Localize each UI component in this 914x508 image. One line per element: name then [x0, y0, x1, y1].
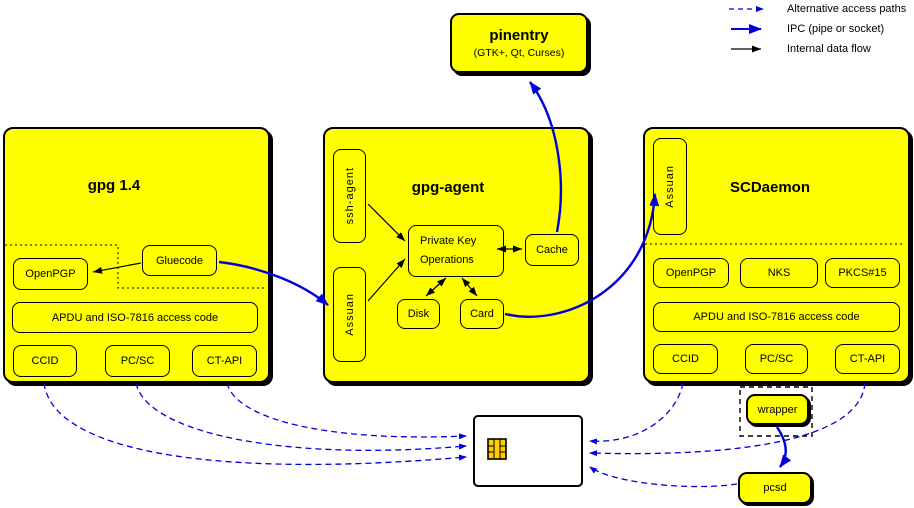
gpg14-pcsc-node: PC/SC — [105, 345, 170, 377]
scdaemon-ccid-node: CCID — [653, 344, 718, 374]
scdaemon-apdu-label: APDU and ISO-7816 access code — [693, 311, 860, 323]
scdaemon-ctapi-label: CT-API — [849, 353, 886, 365]
alt-gpg14-pcsc-to-card — [135, 382, 467, 451]
alt-scdaemon-ccid-to-card — [589, 382, 684, 445]
gpg14-apdu-label: APDU and ISO-7816 access code — [51, 311, 219, 324]
scdaemon-openpgp-node: OpenPGP — [653, 258, 729, 288]
cache-node: Cache — [525, 234, 579, 266]
cache-label: Cache — [536, 244, 568, 256]
gpg14-ccid-node: CCID — [13, 345, 77, 377]
scdaemon-title: SCDaemon — [729, 179, 811, 196]
scdaemon-pcsc-node: PC/SC — [745, 344, 808, 374]
ssh-agent-label: ssh-agent — [343, 167, 356, 225]
pinentry-subtitle: (GTK+, Qt, Curses) — [473, 47, 565, 59]
ipc-wrapper-to-pcsd — [776, 426, 792, 468]
scdaemon-nks-label: NKS — [767, 267, 791, 279]
wrapper-box: wrapper — [746, 394, 809, 425]
scdaemon-box — [643, 127, 910, 383]
scdaemon-pkcs15-label: PKCS#15 — [838, 267, 887, 279]
gpg-agent-title: gpg-agent — [411, 179, 485, 196]
scdaemon-assuan-node: Assuan — [653, 138, 687, 235]
pcsd-label: pcsd — [763, 482, 787, 494]
scdaemon-nks-node: NKS — [740, 258, 818, 288]
gpg14-ccid-label: CCID — [31, 355, 59, 367]
disk-label: Disk — [407, 308, 430, 320]
scdaemon-pkcs15-node: PKCS#15 — [825, 258, 900, 288]
scdaemon-ccid-label: CCID — [672, 353, 699, 365]
smartcard-chip-icon — [487, 438, 507, 460]
smartcard-reader-box — [473, 415, 583, 487]
gpg14-gluecode-label: Gluecode — [155, 254, 204, 267]
gpg-agent-assuan-label: Assuan — [343, 293, 356, 336]
gpg14-ctapi-label: CT-API — [206, 355, 243, 367]
gpg14-pcsc-label: PC/SC — [120, 355, 155, 367]
gpg-agent-ssh-agent-node: ssh-agent — [333, 149, 366, 243]
pinentry-box: pinentry (GTK+, Qt, Curses) — [450, 13, 588, 73]
card-label: Card — [470, 308, 494, 320]
scdaemon-assuan-label: Assuan — [664, 165, 676, 208]
disk-node: Disk — [397, 299, 440, 329]
pko-line2: Operations — [420, 254, 474, 266]
alt-scdaemon-ctapi-to-card — [589, 382, 866, 457]
alt-pcsd-to-card — [589, 466, 738, 488]
scdaemon-pcsc-label: PC/SC — [759, 353, 794, 365]
scdaemon-openpgp-label: OpenPGP — [665, 267, 717, 279]
pko-line1: Private Key — [420, 235, 477, 247]
gpg14-apdu-node: APDU and ISO-7816 access code — [12, 302, 258, 333]
gpg14-title: gpg 1.4 — [87, 177, 141, 194]
legend-ipc: IPC (pipe or socket) — [787, 23, 885, 35]
legend-internal-flow: Internal data flow — [787, 43, 871, 55]
scdaemon-ctapi-node: CT-API — [835, 344, 900, 374]
gpg-agent-assuan-node: Assuan — [333, 267, 366, 362]
card-node: Card — [460, 299, 504, 329]
pinentry-title: pinentry — [489, 27, 549, 44]
legend-alternative-access: Alternative access paths — [787, 3, 907, 15]
gpg14-openpgp-label: OpenPGP — [25, 268, 76, 280]
scdaemon-apdu-node: APDU and ISO-7816 access code — [653, 302, 900, 332]
gpg14-ctapi-node: CT-API — [192, 345, 257, 377]
wrapper-label: wrapper — [757, 403, 798, 416]
alt-gpg14-ccid-to-card — [43, 382, 467, 466]
gpg14-openpgp-node: OpenPGP — [13, 258, 88, 290]
private-key-operations-node: Private Key Operations — [408, 225, 504, 277]
pcsd-box: pcsd — [738, 472, 812, 504]
alt-gpg14-ctapi-to-card — [226, 382, 467, 440]
gpg14-gluecode-node: Gluecode — [142, 245, 217, 276]
